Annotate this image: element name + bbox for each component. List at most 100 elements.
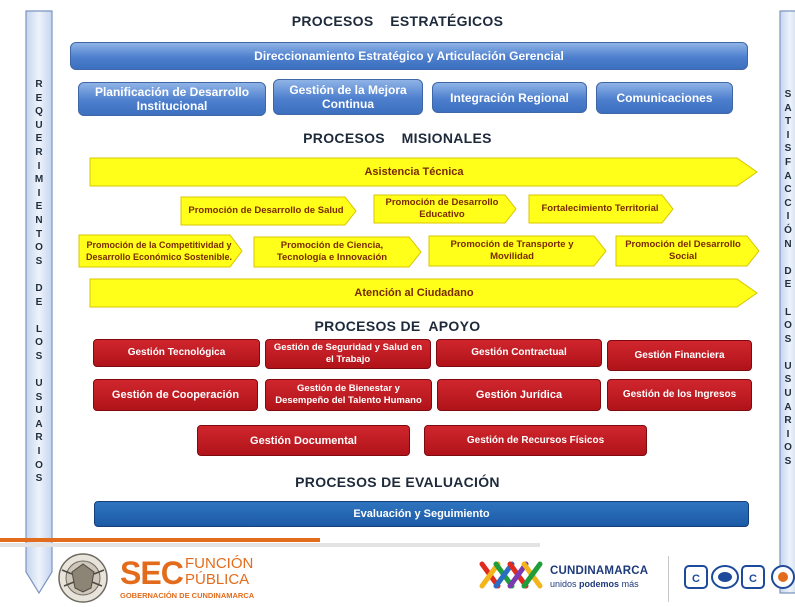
- left-letter: N: [35, 214, 43, 226]
- strategic-item-planificacion[interactable]: Planificación de Desarrollo Instituciona…: [78, 82, 266, 116]
- support-bienestar[interactable]: Gestión de Bienestar y Desempeño del Tal…: [265, 379, 432, 411]
- right-letter: S: [784, 143, 792, 155]
- footer-stripe-orange: [0, 538, 320, 542]
- support-title: PROCESOS DE APOYO: [314, 318, 481, 334]
- missional-transporte[interactable]: Promoción de Transporte y Movilidad: [450, 239, 574, 262]
- right-letter: U: [784, 388, 792, 400]
- missional-title: PROCESOS MISIONALES: [303, 130, 492, 146]
- left-letter: I: [37, 446, 41, 458]
- left-letter: R: [35, 79, 43, 90]
- asistencia-arrow-shape: [89, 157, 758, 187]
- svg-text:C: C: [749, 573, 757, 585]
- missional-atencion[interactable]: Atención al Ciudadano: [354, 287, 474, 299]
- strategic-main-process[interactable]: Direccionamiento Estratégico y Articulac…: [70, 42, 748, 70]
- left-letter: U: [35, 119, 43, 131]
- right-letter: [787, 292, 790, 306]
- evaluation-main[interactable]: Evaluación y Seguimiento: [94, 501, 749, 527]
- transporte-arrow-shape: [428, 235, 607, 267]
- left-letter: U: [35, 405, 43, 417]
- support-financiera[interactable]: Gestión Financiera: [607, 340, 752, 371]
- left-letter: I: [37, 187, 41, 199]
- right-letter: T: [784, 116, 792, 128]
- left-letter: Q: [35, 106, 43, 118]
- support-tecnologica[interactable]: Gestión Tecnológica: [93, 339, 260, 367]
- missional-competitividad[interactable]: Promoción de la Competitividad y Desarro…: [85, 240, 233, 262]
- left-letter: D: [35, 282, 43, 294]
- strategic-item-integracion[interactable]: Integración Regional: [432, 82, 587, 113]
- right-letter: I: [786, 211, 790, 223]
- right-letter: O: [784, 320, 792, 332]
- right-letter: I: [786, 129, 790, 141]
- missional-asistencia[interactable]: Asistencia Técnica: [364, 166, 464, 178]
- left-letter: O: [35, 337, 43, 349]
- certification-seals-icon: C C: [684, 565, 795, 589]
- missional-social[interactable]: Promoción del Desarrollo Social: [625, 239, 741, 262]
- left-letter: O: [35, 242, 43, 254]
- strategic-item-comunicaciones[interactable]: Comunicaciones: [596, 82, 733, 114]
- left-letter: [38, 363, 41, 377]
- missional-educativo[interactable]: Promoción de Desarrollo Educativo: [385, 197, 499, 220]
- right-letter: U: [784, 360, 792, 372]
- left-letter: R: [35, 146, 43, 158]
- right-letter: D: [784, 265, 792, 277]
- right-letter: S: [784, 89, 792, 100]
- competitividad-arrow-shape: [78, 234, 243, 268]
- left-letter: A: [35, 418, 43, 430]
- support-cooperacion[interactable]: Gestión de Cooperación: [93, 379, 258, 411]
- left-letter: S: [35, 350, 43, 362]
- left-letter: E: [35, 92, 43, 104]
- publica-text: PÚBLICA: [185, 571, 250, 588]
- right-letter: [787, 346, 790, 360]
- evaluation-title: PROCESOS DE EVALUACIÓN: [295, 474, 500, 490]
- salud-arrow-shape: [180, 196, 357, 226]
- support-seguridad[interactable]: Gestión de Seguridad y Salud en el Traba…: [265, 339, 431, 369]
- educativo-arrow-shape: [373, 194, 517, 224]
- right-letter: C: [784, 197, 792, 209]
- cundinamarca-text: CUNDINAMARCA: [550, 565, 649, 577]
- left-letter: E: [35, 133, 43, 145]
- gobernacion-text: GOBERNACIÓN DE CUNDINAMARCA: [120, 591, 255, 600]
- cundinamarca-logo-icon: [479, 561, 543, 589]
- footer-divider: [668, 556, 669, 602]
- left-letter: S: [35, 391, 43, 403]
- social-arrow-shape: [615, 235, 760, 267]
- sec-logo-text: SEC: [120, 555, 184, 591]
- footer-stripe-grey: [0, 543, 540, 547]
- left-requirements-arrow: [25, 10, 53, 595]
- left-letter: S: [35, 473, 43, 485]
- left-letter: O: [35, 459, 43, 471]
- right-letter: A: [784, 170, 792, 182]
- cundinamarca-slogan: unidos podemos más: [550, 579, 639, 589]
- left-letter: [38, 268, 41, 282]
- missional-territorial[interactable]: Fortalecimiento Territorial: [541, 203, 659, 214]
- right-letter: C: [784, 184, 792, 196]
- right-letter: O: [784, 442, 792, 454]
- right-letter: E: [784, 279, 792, 291]
- right-letter: L: [784, 306, 792, 318]
- right-satisfaction-arrow: [779, 10, 795, 594]
- strategic-item-mejora[interactable]: Gestión de la Mejora Continua: [273, 79, 423, 115]
- right-letter: F: [784, 156, 792, 168]
- right-letter: Ó: [784, 224, 792, 236]
- support-juridica[interactable]: Gestión Jurídica: [437, 379, 601, 411]
- coat-of-arms-icon: [58, 553, 108, 603]
- missional-ciencia[interactable]: Promoción de Ciencia, Tecnología e Innov…: [276, 240, 388, 263]
- left-letter: S: [35, 255, 43, 267]
- atencion-arrow-shape: [89, 278, 758, 308]
- right-letter: A: [784, 401, 792, 413]
- left-letter: U: [35, 378, 43, 390]
- missional-salud[interactable]: Promoción de Desarrollo de Salud: [188, 205, 344, 216]
- support-documental[interactable]: Gestión Documental: [197, 425, 410, 456]
- left-letter: L: [35, 323, 43, 335]
- slogan-bold: podemos: [579, 579, 620, 589]
- slogan-post: más: [621, 579, 639, 589]
- right-letter: S: [784, 456, 792, 468]
- support-ingresos[interactable]: Gestión de los Ingresos: [607, 379, 752, 411]
- right-letter: A: [784, 102, 792, 114]
- support-recursos-fisicos[interactable]: Gestión de Recursos Físicos: [424, 425, 647, 456]
- left-letter: R: [35, 432, 43, 444]
- support-contractual[interactable]: Gestión Contractual: [436, 339, 602, 367]
- left-letter: M: [34, 174, 44, 186]
